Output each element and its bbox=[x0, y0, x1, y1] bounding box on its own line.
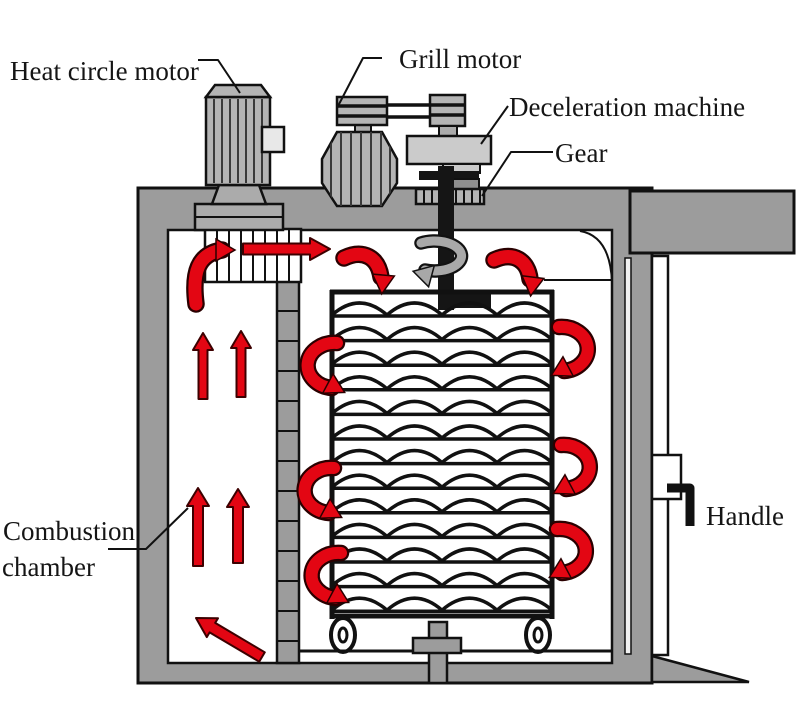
label-leader-lines bbox=[108, 57, 553, 550]
divider-wall bbox=[275, 279, 301, 665]
inner-chamber bbox=[166, 228, 614, 665]
machine-body bbox=[136, 186, 796, 685]
deceleration-machine bbox=[405, 134, 493, 166]
wheel-left bbox=[329, 616, 357, 654]
pulley-right bbox=[428, 93, 467, 128]
base-wedge bbox=[650, 654, 750, 684]
grill-motor bbox=[320, 93, 467, 208]
wheel-right bbox=[524, 616, 552, 654]
label-gear: Gear bbox=[555, 138, 608, 168]
wall-slot bbox=[624, 257, 632, 655]
airflow-arrows bbox=[186, 237, 599, 663]
top-right-duct-block bbox=[628, 189, 796, 255]
rotation-arrow bbox=[411, 234, 469, 289]
tray-rack bbox=[329, 289, 555, 654]
label-deceleration-machine: Deceleration machine bbox=[509, 92, 746, 122]
heat-circle-motor bbox=[193, 83, 286, 232]
pulley-left bbox=[335, 95, 389, 127]
door-handle bbox=[667, 483, 695, 526]
label-handle: Handle bbox=[706, 501, 784, 531]
label-combustion-chamber-2: chamber bbox=[2, 552, 95, 582]
label-grill-motor: Grill motor bbox=[399, 44, 522, 74]
ceiling-corner-arc bbox=[579, 230, 613, 283]
handle-mount bbox=[650, 453, 683, 501]
label-heat-circle-motor: Heat circle motor bbox=[10, 56, 199, 86]
junction-box bbox=[260, 125, 286, 154]
base-pedestal bbox=[411, 620, 463, 685]
label-combustion-chamber-1: Combustion bbox=[3, 516, 136, 546]
